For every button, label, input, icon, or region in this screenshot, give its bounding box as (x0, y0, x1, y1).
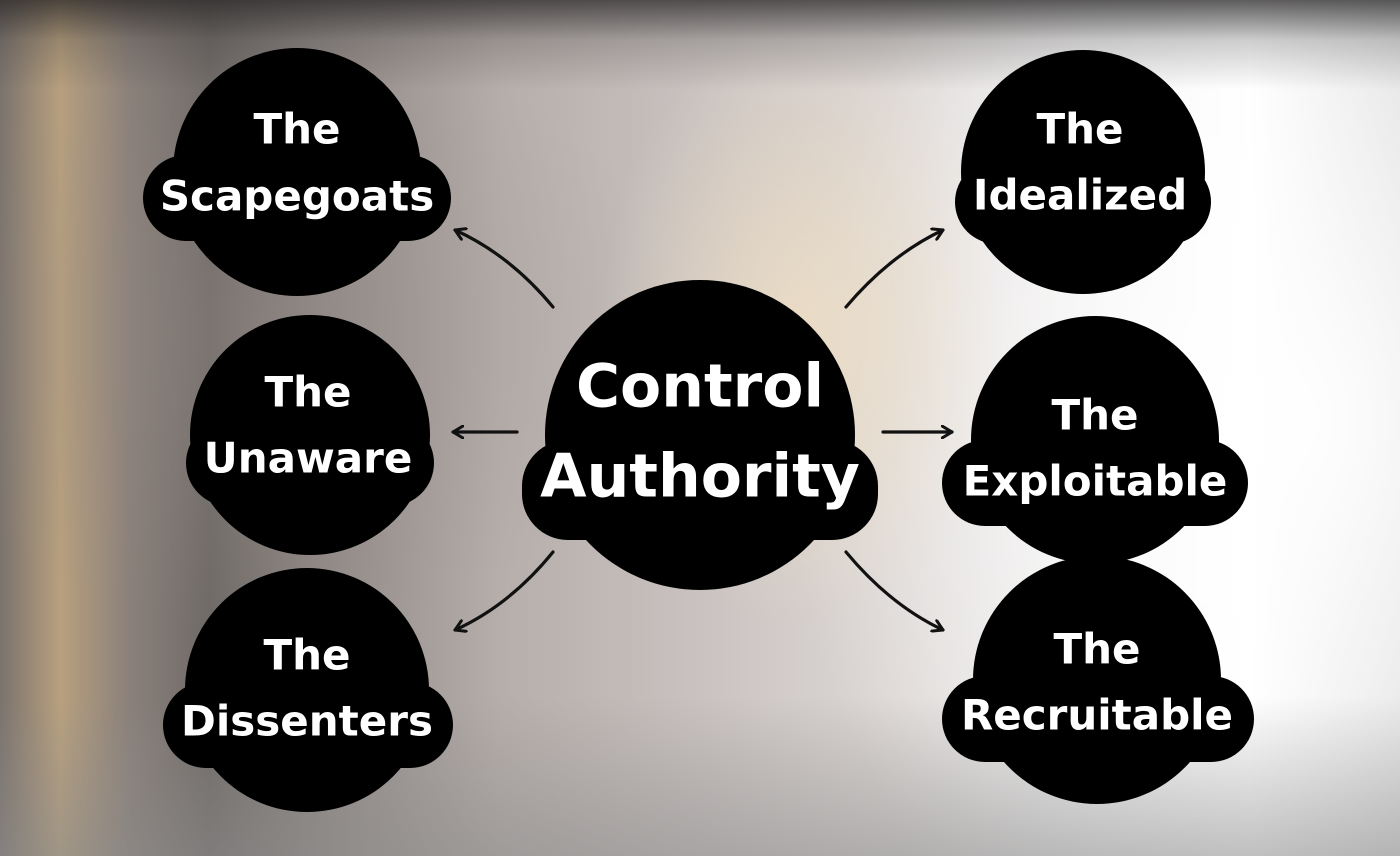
node-unaware-line2: Unaware (204, 434, 413, 483)
node-dissenters: The Dissenters (163, 568, 453, 812)
arrow-to-dissenters (453, 550, 555, 630)
node-scapegoats: The Scapegoats (143, 48, 451, 296)
node-recruitable: The Recruitable (942, 556, 1254, 804)
node-scapegoats-line2: Scapegoats (160, 172, 434, 221)
center-node: Control Authority (522, 280, 878, 590)
node-scapegoats-line1: The (253, 105, 340, 154)
node-exploitable: The Exploitable (942, 316, 1248, 564)
node-recruitable-line1: The (1053, 625, 1140, 674)
node-idealized-line1: The (1036, 105, 1123, 154)
node-unaware-line1: The (264, 368, 351, 417)
arrow-to-idealized (844, 230, 945, 309)
node-recruitable-line2: Recruitable (961, 691, 1233, 740)
node-idealized: The Idealized (955, 50, 1211, 294)
node-dissenters-line1: The (263, 631, 350, 680)
node-exploitable-line1: The (1051, 391, 1138, 440)
node-dissenters-line2: Dissenters (181, 697, 433, 746)
center-label-line2: Authority (540, 442, 860, 512)
arrow-to-scapegoats (453, 230, 555, 309)
center-label-line1: Control (576, 352, 824, 422)
node-unaware: The Unaware (186, 315, 434, 555)
node-exploitable-line2: Exploitable (963, 457, 1228, 506)
arrow-to-recruitable (844, 550, 945, 630)
node-idealized-line2: Idealized (973, 171, 1187, 220)
